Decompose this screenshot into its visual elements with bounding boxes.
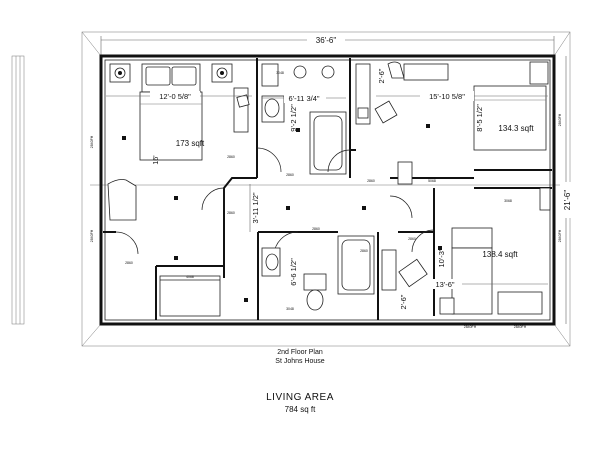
window-tag: 2840FH (558, 113, 562, 126)
armchair-icon (398, 258, 428, 288)
door-tag: 5068 (428, 179, 436, 183)
ceiling-light-icon (174, 196, 178, 200)
ceiling-light-icon (122, 136, 126, 140)
sink-icon (265, 253, 279, 271)
door-tag: 4068 (186, 275, 194, 279)
bed-left (139, 91, 203, 161)
dresser-top (403, 63, 449, 81)
hall-closet (397, 161, 413, 185)
bedroom-bottom-right-depth: 10'-3" (437, 248, 446, 267)
ceiling-light-icon (244, 298, 248, 302)
bedroom-top-right-alcove: 2'-6" (377, 68, 386, 83)
exterior-deck (11, 55, 25, 325)
bed-top-right (473, 85, 547, 151)
bedroom-bottom-right-area: 138.4 sqft (482, 250, 518, 259)
chair-icon (236, 94, 250, 108)
door-tag: 2860 (408, 237, 416, 241)
exterior-wall (99, 54, 556, 326)
bathroom-top-depth: 9'-2 1/2" (289, 104, 298, 132)
toilet-tank-icon (303, 273, 327, 291)
bedroom-bottom-right-width: 13'-6" (435, 280, 454, 289)
bedroom-left-depth: 16' (153, 155, 160, 164)
wall-hall-corner (349, 149, 356, 178)
living-area-value: 784 sq ft (284, 405, 316, 414)
armchair-icon (374, 100, 398, 124)
ceiling-light-icon (426, 124, 430, 128)
armchair-icon (107, 179, 137, 221)
window-tag: 3048 (276, 71, 284, 75)
door-swing (389, 195, 413, 219)
door-tag: 2860 (227, 155, 235, 159)
opening-tags: 2860 2860 2860 2860 2860 2860 2860 2860 … (90, 71, 562, 329)
bathroom-bottom-depth: 6'-6 1/2" (289, 258, 298, 286)
window-tag: 2840FH (90, 135, 94, 148)
linen-closet (381, 249, 397, 291)
door-swing (201, 187, 225, 211)
shower-drain-icon (293, 65, 307, 79)
ceiling-light-icon (438, 246, 442, 250)
pillow-left (145, 66, 171, 86)
door-tag: 2860 (312, 227, 320, 231)
bedroom-left-width: 12'-0 5/8" (159, 92, 191, 101)
bathroom-top-width: 6'-11 3/4" (288, 94, 319, 103)
door-tag: 2860 (286, 173, 294, 177)
ceiling-light-icon (296, 128, 300, 132)
ceiling-light-icon (286, 206, 290, 210)
plan-title: 2nd Floor Plan (277, 349, 323, 356)
door-swing (115, 231, 139, 255)
door-swing (256, 147, 282, 173)
ceiling-light-icon (174, 256, 178, 260)
door-swing (327, 149, 351, 173)
hall-depth: 3'-11 1/2" (251, 192, 260, 223)
plan-title-block: 2nd Floor Plan St Johns House (0, 348, 600, 366)
roof-hip-line (553, 31, 571, 57)
bedroom-left-area: 173 sqft (176, 139, 205, 148)
roof-hip-line (553, 323, 571, 347)
overall-depth-label: 21'-6" (563, 190, 572, 211)
bathtub-top (309, 111, 347, 175)
door-tag: 2860 (367, 179, 375, 183)
toilet-icon (306, 289, 324, 311)
bathtub-bottom (337, 235, 375, 295)
overall-width-label: 36'-6" (316, 36, 337, 45)
bathroom-bottom-alcove: 2'-6" (399, 294, 408, 309)
plan-subtitle: St Johns House (275, 358, 325, 365)
ceiling-light-icon (362, 206, 366, 210)
pillow-right (171, 66, 197, 86)
living-area-label: LIVING AREA (266, 392, 334, 403)
window-tag: 2840FH (558, 229, 562, 242)
closet-bottom-left (159, 275, 221, 317)
window-tag: 2840FH (90, 229, 94, 242)
door-tag: 2860 (125, 261, 133, 265)
bedroom-top-right-width: 15'-10 5/8" (429, 92, 465, 101)
window-tag: 2840FH (464, 325, 477, 329)
roof-hip-line (81, 323, 102, 347)
bedroom-top-right-area: 134.3 sqft (498, 124, 534, 133)
door-tag: 2860 (360, 249, 368, 253)
dresser-bottom-right (497, 291, 543, 315)
sink-icon (264, 98, 280, 118)
wall-closet-hall (156, 177, 257, 267)
shower-drain-icon (321, 65, 335, 79)
nightstand-top-right (529, 61, 549, 85)
roof-hip-line (81, 31, 102, 57)
toilet-tank-icon (261, 63, 279, 87)
bed-bottom-headboard (451, 227, 493, 249)
door-tag: 3068 (504, 199, 512, 203)
window-tag: 2840FH (514, 325, 527, 329)
door-tag: 2860 (227, 211, 235, 215)
radiator-icon (539, 187, 551, 211)
bedroom-top-right-depth: 8'-5 1/2" (475, 104, 484, 132)
desk-chair-icon (357, 107, 369, 119)
nightstand-bottom (439, 297, 455, 315)
door-swing (411, 229, 435, 253)
desk-left (233, 87, 249, 133)
toilet-icon (387, 61, 405, 79)
window-tag: 3048 (286, 307, 294, 311)
